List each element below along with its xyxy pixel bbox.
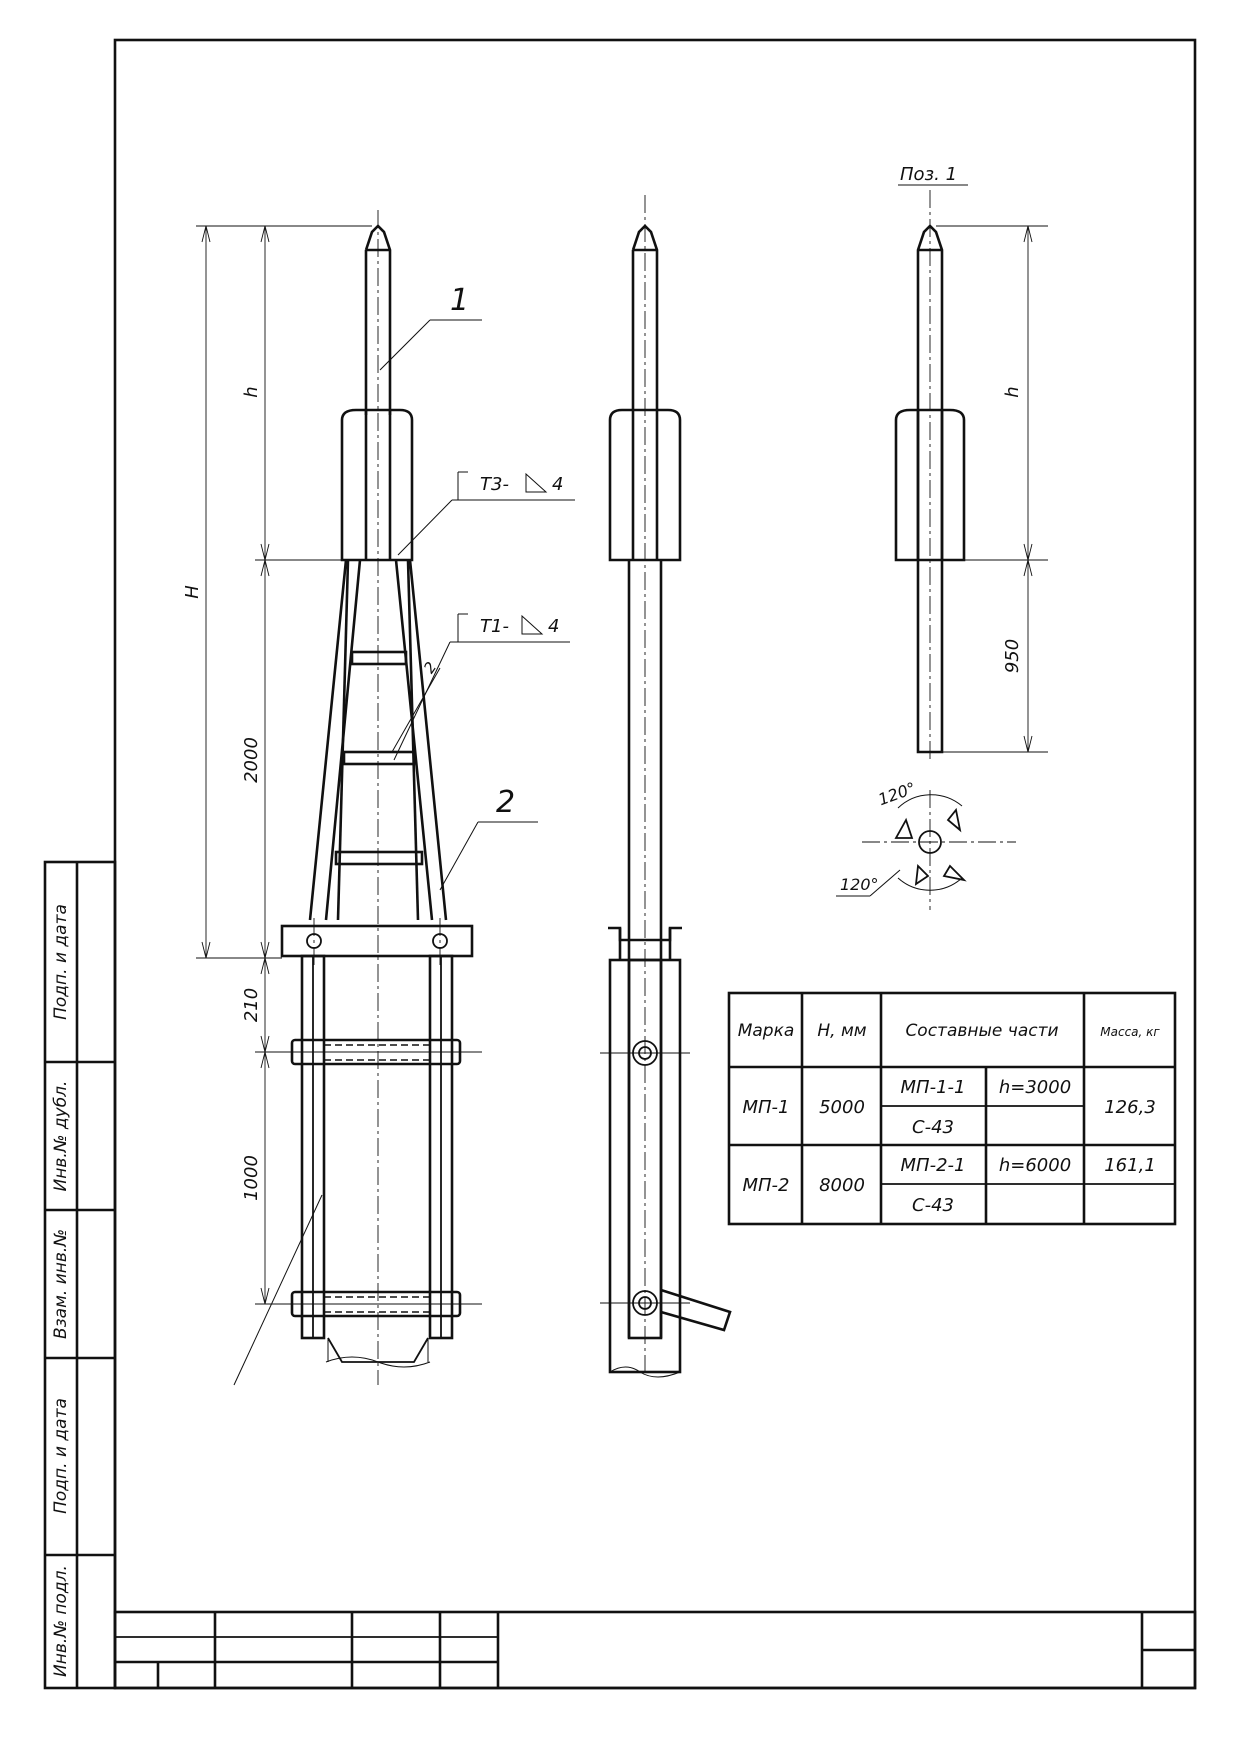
stamp-inv-dupl: Инв.№ дубл. <box>51 1081 71 1192</box>
weld-size-t1: 4 <box>548 616 559 637</box>
spec-table: Марка H, мм Составные части Масса, кг МП… <box>727 991 1177 1226</box>
side-view <box>600 195 732 1378</box>
weld-label-t3: Т3- <box>480 474 509 495</box>
dim-H: H <box>182 585 203 599</box>
angle-top: 120° <box>876 778 919 809</box>
row1-height: 5000 <box>819 1097 865 1118</box>
callout-1: 1 <box>450 283 469 318</box>
row2-h: h=6000 <box>999 1155 1071 1176</box>
callout-2: 2 <box>496 785 515 820</box>
stamp-inv-orig: Инв.№ подл. <box>51 1565 71 1677</box>
row1-mark: МП-1 <box>742 1097 789 1118</box>
stamp-sign-date-1: Подп. и дата <box>51 904 71 1020</box>
row2-mark: МП-2 <box>742 1175 789 1196</box>
weld-size-t3: 4 <box>552 474 563 495</box>
callout-2-small: 2 <box>420 659 440 677</box>
dim-950: 950 <box>1002 639 1023 673</box>
dim-2000: 2000 <box>241 737 262 783</box>
row2-mass: 161,1 <box>1104 1155 1156 1176</box>
row2-part-b: С-43 <box>912 1195 954 1216</box>
table-header-parts: Составные части <box>905 1021 1058 1041</box>
row1-h: h=3000 <box>999 1077 1071 1098</box>
stamp-sign-date-2: Подп. и дата <box>51 1398 71 1514</box>
row1-part-a: МП-1-1 <box>901 1077 966 1098</box>
row2-height: 8000 <box>819 1175 865 1196</box>
pos-1-view: Поз. 1 h 950 120° 120° <box>836 164 1048 910</box>
table-header-mass: Масса, кг <box>1100 1025 1160 1039</box>
margin-stamp: Подп. и дата Инв.№ дубл. Взам. инв.№ Под… <box>43 860 117 1690</box>
pos-label: Поз. 1 <box>900 164 957 185</box>
dim-h-right: h <box>1002 386 1023 397</box>
angle-bottom: 120° <box>840 875 879 894</box>
table-header-height: H, мм <box>817 1021 866 1041</box>
table-header-mark: Марка <box>738 1021 795 1041</box>
title-block <box>113 1610 1197 1690</box>
row1-mass: 126,3 <box>1104 1097 1156 1118</box>
stamp-replace-inv: Взам. инв.№ <box>51 1229 71 1339</box>
sheet-frame <box>113 38 1197 1690</box>
dim-1000: 1000 <box>241 1155 262 1201</box>
row1-part-b: С-43 <box>912 1117 954 1138</box>
weld-triangle-t1 <box>521 614 544 635</box>
front-view: 1 2 2 Т3- 4 Т1- 4 H <box>182 210 575 1386</box>
weld-triangle-t3 <box>525 472 548 493</box>
weld-label-t1: Т1- <box>480 616 509 637</box>
row2-part-a: МП-2-1 <box>901 1155 966 1176</box>
dim-h-left: h <box>241 386 262 397</box>
dim-210: 210 <box>241 988 262 1022</box>
